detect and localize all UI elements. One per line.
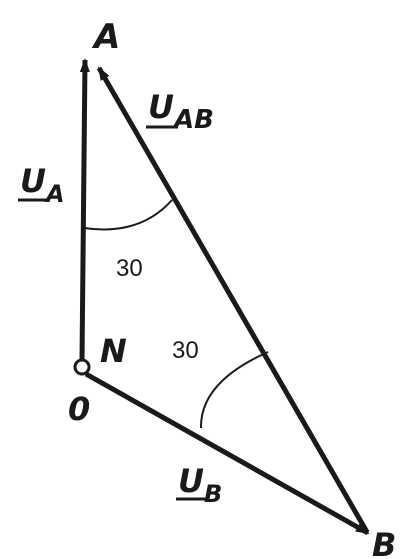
vector-ub-line <box>84 371 370 536</box>
node-n-circle <box>73 358 91 376</box>
vector-uab-line <box>96 66 370 534</box>
vector-ua-sub: A <box>44 180 65 208</box>
point-b-label: B <box>372 526 396 559</box>
svg-text:UAB: UAB <box>148 88 214 135</box>
point-n-label: N <box>100 332 127 370</box>
svg-text:UB: UB <box>178 462 222 508</box>
vector-ub-sub: B <box>204 480 222 508</box>
angle-top-value: 30 <box>116 255 143 282</box>
vector-uab-base: U <box>148 88 174 126</box>
vector-ua-line <box>79 58 90 361</box>
angle-bottom-value: 30 <box>172 337 199 364</box>
vector-ua-base: U <box>20 162 46 200</box>
vector-uab-label: UAB <box>146 88 214 135</box>
vector-ua-label: UA <box>18 162 65 208</box>
vector-ub-label: UB <box>176 462 222 508</box>
point-a-label: A <box>91 17 120 57</box>
point-o-label: 0 <box>68 390 90 428</box>
angle-arc-bottom <box>199 351 269 429</box>
vector-uab-sub: AB <box>172 105 214 135</box>
angle-arc-top <box>83 199 173 231</box>
vector-ub-base: U <box>178 462 204 500</box>
